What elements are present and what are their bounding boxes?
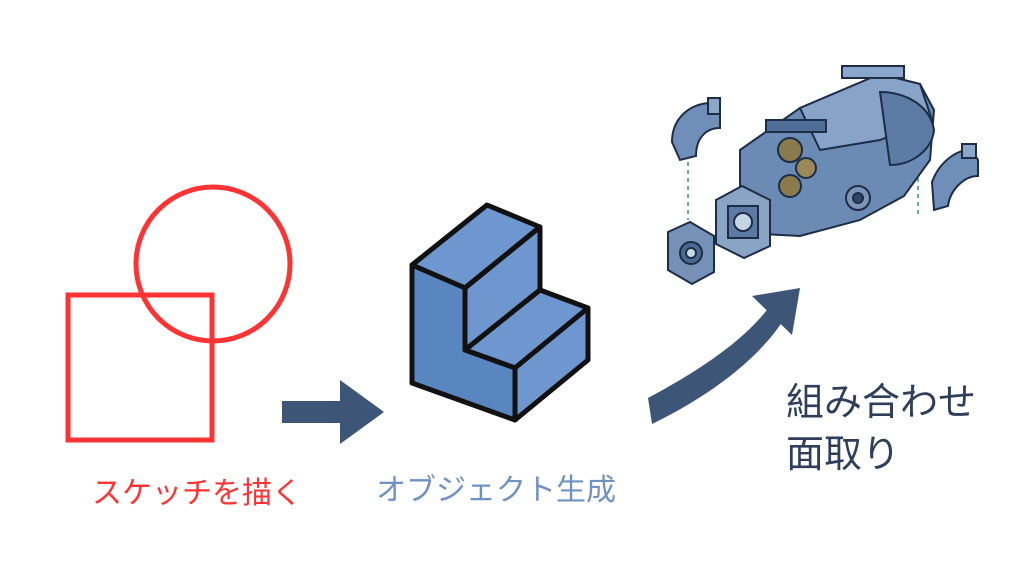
- sketch-label: スケッチを描く: [92, 476, 302, 511]
- motor-assembly-icon: [667, 65, 979, 286]
- sketch-square: [65, 292, 215, 443]
- sketch-icon: [65, 184, 293, 443]
- block-side: [409, 262, 518, 423]
- assembly-label-line2: 面取り: [786, 432, 901, 476]
- sketch-circle: [133, 184, 293, 344]
- assembly-label-line1: 組み合わせ: [786, 380, 977, 424]
- curved-arrow-icon: [648, 288, 800, 424]
- assembly-label: 組み合わせ 面取り: [786, 376, 976, 480]
- l-block-icon: [409, 202, 591, 423]
- object-label: オブジェクト生成: [376, 473, 616, 508]
- arrow-right-icon: [282, 380, 384, 444]
